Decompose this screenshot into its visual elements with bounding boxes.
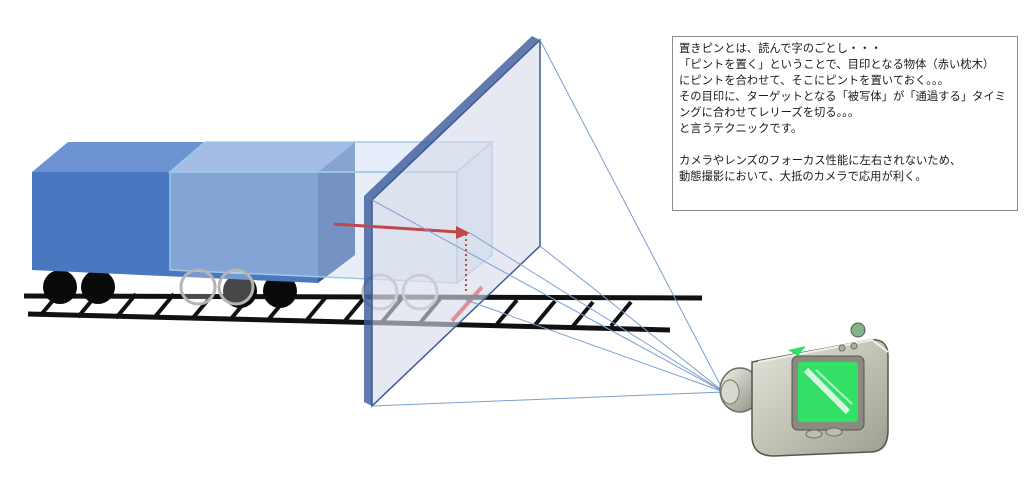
explanation-line: ングに合わせてレリーズを切る。。。	[679, 106, 860, 119]
wheel	[43, 270, 77, 304]
focus-plane-edge	[364, 196, 372, 406]
explanation-line: カメラやレンズのフォーカス性能に左右されないため、	[679, 154, 962, 167]
field-of-view-lines	[371, 39, 725, 407]
explanation-line: その目印に、ターゲットとなる「被写体」が「通過する」タイミ	[679, 90, 1006, 103]
train-front-face	[32, 172, 318, 283]
explanation-line: 「ピントを置く」ということで、目印となる物体（赤い枕木）	[679, 58, 995, 71]
focus-plane-face	[372, 40, 540, 406]
explanation-textbox: 置きピンとは、読んで字のごとし・・・ 「ピントを置く」ということで、目印となる物…	[672, 36, 1018, 211]
focus-plane	[364, 36, 541, 408]
motion-arrow	[333, 222, 470, 292]
explanation-line: 動態撮影において、大抵のカメラで応用が利く。	[679, 170, 927, 183]
wheel	[263, 274, 297, 308]
wheel	[81, 270, 115, 304]
camera-icon	[719, 322, 889, 457]
rail-far	[27, 311, 671, 333]
focus-plane-top-edge	[364, 36, 540, 200]
explanation-line: と言うテクニックです。	[679, 122, 803, 135]
train-side-face	[318, 142, 355, 283]
camera-shutter-button	[850, 322, 866, 338]
explanation-line: 置きピンとは、読んで字のごとし・・・	[679, 42, 882, 55]
explanation-line: にピントを合わせて、そこにピントを置いておく。。。	[679, 74, 949, 87]
explanation-line	[679, 137, 1011, 153]
